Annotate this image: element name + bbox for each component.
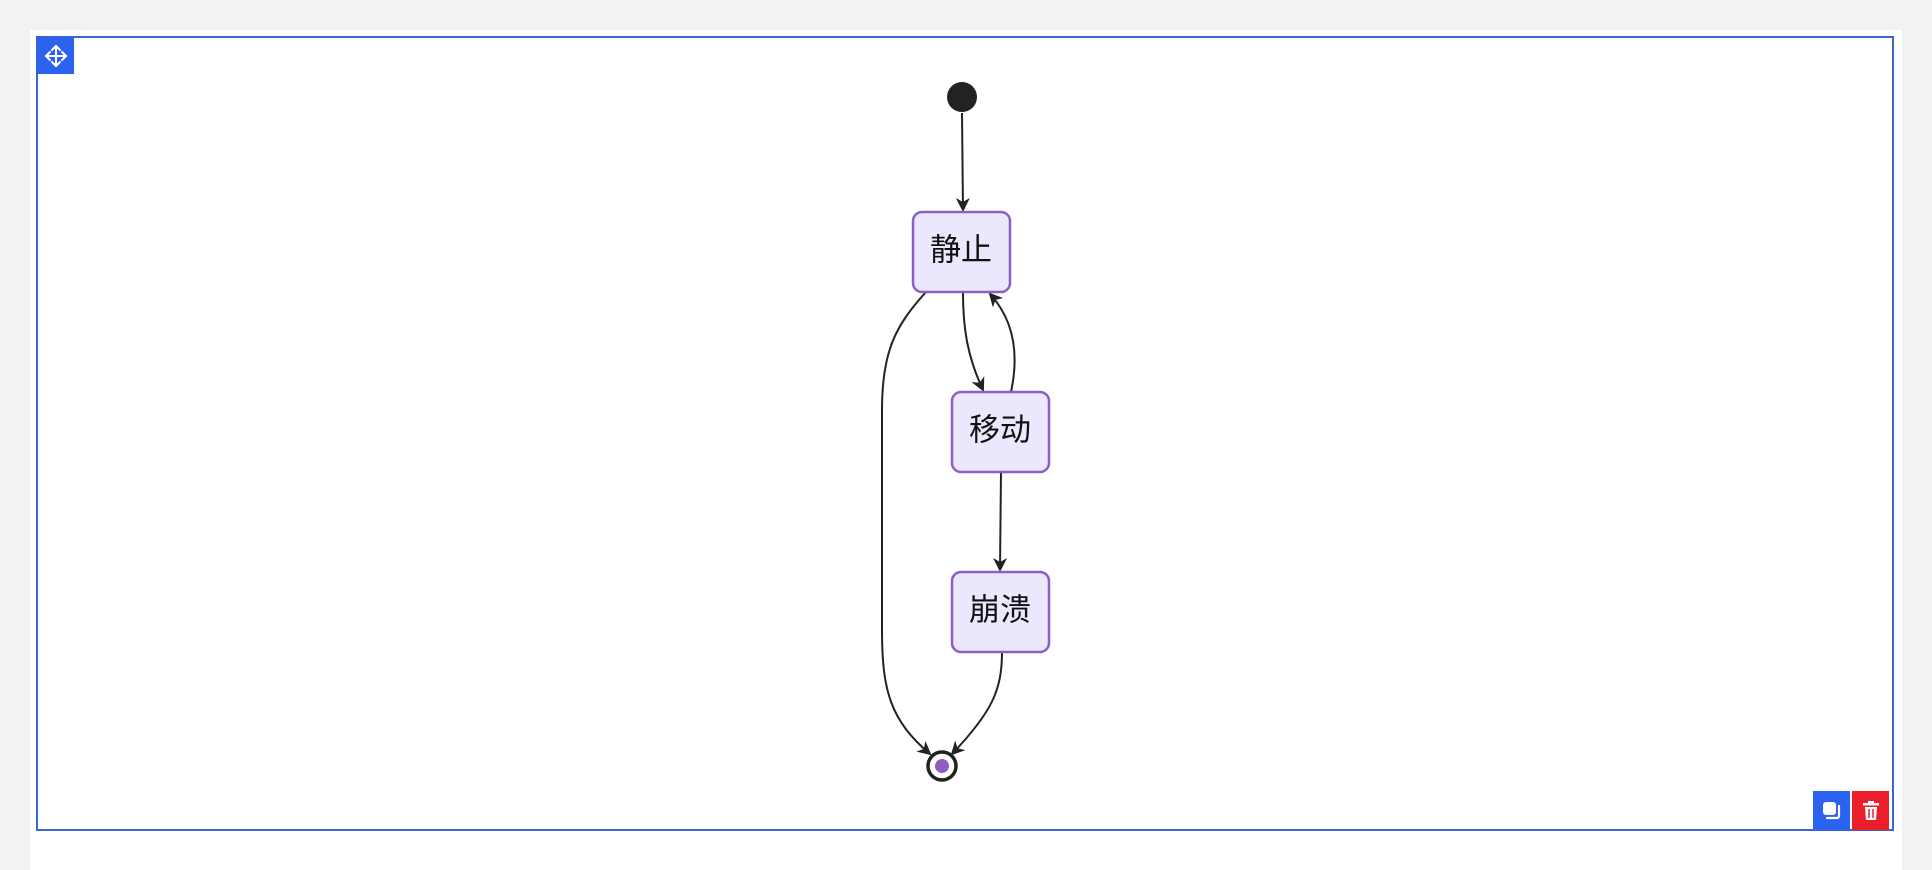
move-handle[interactable] (37, 37, 74, 74)
copy-icon (1822, 801, 1840, 819)
copy-button[interactable] (1813, 791, 1850, 830)
move-arrows-icon (44, 44, 67, 67)
trash-icon (1862, 800, 1879, 820)
diagram-frame[interactable] (36, 36, 1894, 831)
delete-button[interactable] (1852, 791, 1889, 830)
